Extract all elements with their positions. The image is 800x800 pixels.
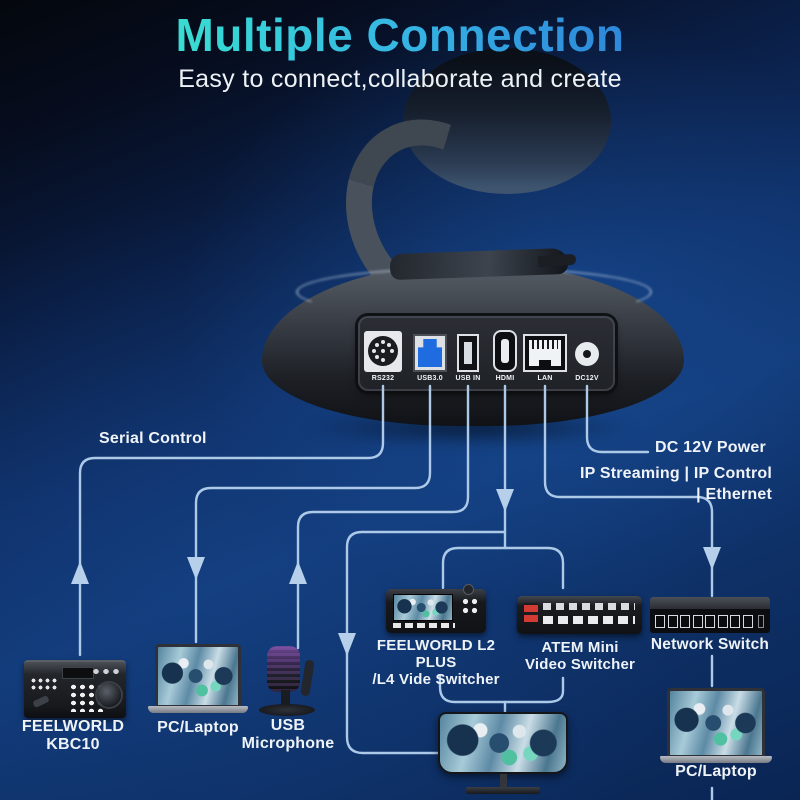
line-usb3-to-laptop xyxy=(194,384,432,644)
pc-laptop-left-image xyxy=(148,644,248,713)
serial-control-label: Serial Control xyxy=(99,430,207,447)
kbc10-buttons xyxy=(30,677,58,690)
usb-mic-label-line2: Microphone xyxy=(241,735,335,752)
l2-plus-switcher-image xyxy=(386,584,486,633)
l2-knob xyxy=(463,584,474,595)
monitor-base xyxy=(466,787,540,794)
line-rs232-to-kbc10 xyxy=(78,384,385,657)
switch-led xyxy=(758,614,764,628)
rj45-icon xyxy=(529,340,561,366)
usb3-port xyxy=(413,334,447,372)
l2-plus-label-line1: FEELWORLD L2 PLUS xyxy=(376,637,496,671)
rj45-port-icon xyxy=(692,614,703,628)
mic-stem xyxy=(281,690,290,708)
usb-mic-label-line1: USB xyxy=(270,717,306,734)
monitor-screen xyxy=(438,712,568,774)
hdmi-slot-icon xyxy=(501,339,509,363)
port-label-lan: LAN xyxy=(537,375,553,382)
ip-streaming-line1: IP Streaming | IP Control xyxy=(579,465,772,482)
switch-front xyxy=(650,609,770,633)
rs232-port xyxy=(364,331,402,372)
rj45-port-icon xyxy=(717,614,728,628)
atem-label-line1: ATEM Mini xyxy=(541,639,619,656)
port-label-dc12v: DC12V xyxy=(575,375,599,382)
atem-button-row2 xyxy=(543,616,635,624)
l2-buttons xyxy=(393,623,455,628)
rj45-port-icon xyxy=(730,614,740,628)
rj45-port-icon xyxy=(680,614,690,628)
atem-mini-image xyxy=(517,596,642,634)
atem-button-row1 xyxy=(543,603,635,610)
kbc10-display xyxy=(62,667,94,679)
network-switch-label: Network Switch xyxy=(650,636,770,653)
port-label-hdmi: HDMI xyxy=(495,375,515,382)
atem-label-line2: Video Switcher xyxy=(524,656,636,673)
mic-body xyxy=(267,646,300,692)
switch-top xyxy=(650,597,770,609)
port-label-usb30: USB3.0 xyxy=(417,375,443,382)
rj45-port-icon xyxy=(705,614,715,628)
laptop-screen xyxy=(155,644,241,707)
rs232-pins-icon xyxy=(381,349,385,353)
rs232-din-face xyxy=(368,336,398,366)
kbc10-label-line1: FEELWORLD xyxy=(21,718,125,735)
usb-a-icon xyxy=(464,342,472,364)
arrow-down-icon xyxy=(338,633,356,656)
atem-label: ATEM Mini Video Switcher xyxy=(516,639,644,673)
pc-laptop-right-image xyxy=(660,688,772,763)
page-subtitle: Easy to connect,collaborate and create xyxy=(178,65,622,93)
arrow-down-icon xyxy=(496,489,514,512)
atem-red-buttons xyxy=(524,603,538,622)
kbc10-controller-image xyxy=(24,660,126,718)
monitor-stand xyxy=(499,774,507,787)
kbc10-joystick xyxy=(97,683,121,707)
kbc10-label-line2: KBC10 xyxy=(46,736,100,753)
usb-mic-label: USB Microphone xyxy=(238,717,338,753)
ip-streaming-label: IP Streaming | IP Control | Ethernet xyxy=(512,463,772,505)
dc-power-label: DC 12V Power xyxy=(655,439,766,456)
line-lan-to-switch xyxy=(543,384,714,598)
pc-laptop-right-label: PC/Laptop xyxy=(675,763,757,780)
rj45-port-icon xyxy=(667,614,678,628)
dc-jack-port xyxy=(575,342,599,366)
line-hdmi-to-switchers xyxy=(441,546,565,590)
header: Multiple Connection Easy to connect,coll… xyxy=(0,8,800,94)
line-usbin-to-mic xyxy=(296,384,470,650)
kbc10-knobs xyxy=(91,667,121,676)
laptop-base xyxy=(660,756,772,763)
mic-base xyxy=(259,704,315,716)
l2-side-buttons xyxy=(461,597,479,614)
usb-in-port xyxy=(457,334,479,372)
arrow-up-icon xyxy=(289,561,307,584)
usb-microphone-image xyxy=(252,644,324,718)
network-switch-image xyxy=(650,597,770,633)
line-switchers-to-monitor-bus xyxy=(438,674,565,704)
ip-streaming-line2: | Ethernet xyxy=(696,486,772,503)
rj45-port-icon xyxy=(742,614,753,628)
l2-screen xyxy=(393,594,453,621)
l2-plus-label: FEELWORLD L2 PLUS /L4 Vide Switcher xyxy=(355,637,517,688)
hdmi-port xyxy=(493,330,517,372)
port-label-usbin: USB IN xyxy=(455,375,481,382)
rear-port-panel: RS232 USB3.0 USB IN HDMI LAN DC12V xyxy=(358,316,615,391)
pc-laptop-left-label: PC/Laptop xyxy=(157,719,239,736)
mic-arm xyxy=(300,659,315,697)
arrow-down-icon xyxy=(703,547,721,570)
arrow-up-icon xyxy=(71,561,89,584)
kbc10-lever xyxy=(32,694,50,709)
monitor-image xyxy=(438,712,568,794)
line-dc-power xyxy=(585,384,650,454)
laptop-screen xyxy=(667,688,765,757)
kbc10-label: FEELWORLD KBC10 xyxy=(15,718,131,754)
arrow-down-icon xyxy=(187,557,205,580)
lan-port xyxy=(523,334,567,372)
rj45-port-icon xyxy=(655,614,665,628)
page-title: Multiple Connection xyxy=(0,8,800,62)
l2-plus-label-line2: /L4 Vide Switcher xyxy=(372,671,500,688)
laptop-base xyxy=(148,706,248,713)
camera-head xyxy=(403,48,611,194)
port-label-rs232: RS232 xyxy=(371,375,395,382)
